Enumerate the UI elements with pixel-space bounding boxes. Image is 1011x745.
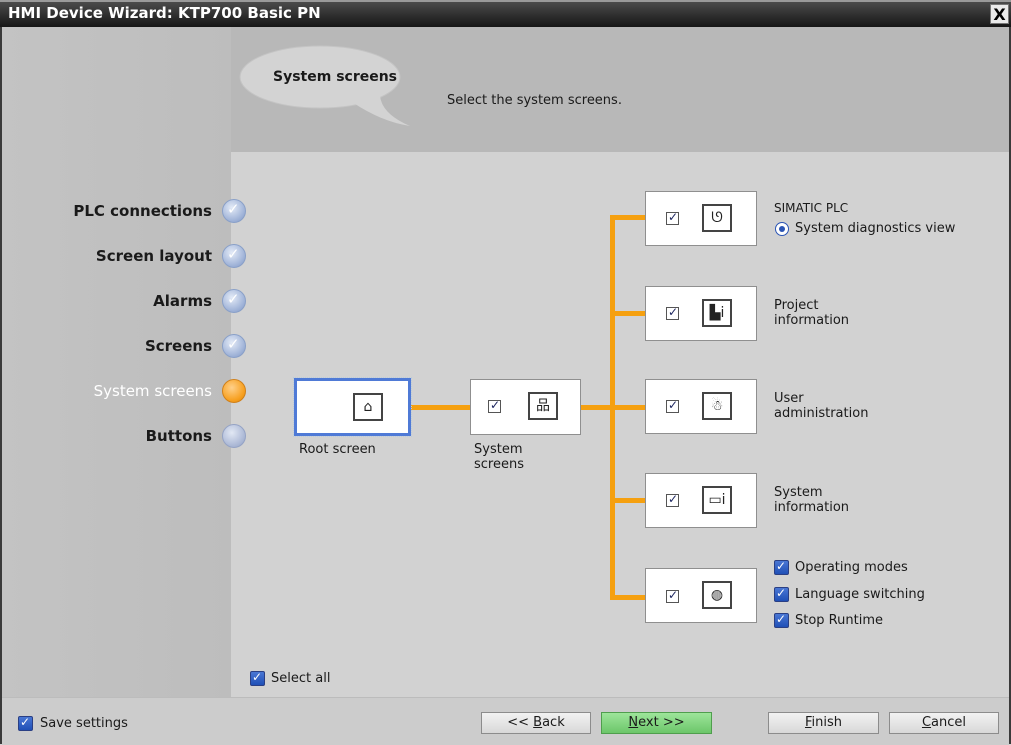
back-button[interactable]: << Back — [481, 712, 591, 734]
step-done-icon — [222, 289, 246, 313]
stop-runtime-label: Stop Runtime — [795, 613, 883, 628]
select-all-label: Select all — [271, 671, 331, 686]
system-info-icon: ▭i — [702, 486, 732, 514]
user-administration-box[interactable]: ☃ — [645, 379, 757, 434]
cancel-hotkey: C — [921, 715, 932, 730]
page-title: System screens — [273, 69, 398, 85]
finish-rest: inish — [811, 715, 843, 730]
step-label: Screen layout — [95, 247, 212, 265]
connector-line — [610, 498, 645, 503]
step-label: Buttons — [145, 427, 212, 445]
language-switching-label: Language switching — [795, 587, 925, 602]
system-screens-box[interactable]: 品 — [470, 379, 581, 435]
user-administration-checkbox[interactable] — [666, 398, 679, 413]
stop-runtime-checkbox[interactable] — [774, 612, 789, 628]
connector-line — [580, 405, 614, 410]
finish-hotkey: F — [804, 715, 812, 730]
connector-line — [610, 405, 645, 410]
back-hotkey: B — [533, 715, 543, 730]
page-subtitle: Select the system screens. — [447, 93, 622, 108]
save-settings-checkbox[interactable] — [18, 715, 33, 731]
system-information-checkbox[interactable] — [666, 492, 679, 507]
project-information-box[interactable]: ▙i — [645, 286, 757, 341]
next-rest: ext >> — [638, 715, 685, 730]
connector-line — [610, 595, 645, 600]
label-line: System — [474, 442, 523, 457]
system-diagnostics-label: System diagnostics view — [795, 221, 956, 236]
label-line: information — [774, 500, 850, 515]
system-screens-label: System screens — [474, 442, 524, 472]
save-settings-label: Save settings — [40, 716, 128, 731]
system-diagnostics-radio[interactable] — [775, 222, 789, 236]
step-alarms[interactable]: Alarms — [2, 289, 246, 313]
operating-modes-label: Operating modes — [795, 560, 908, 575]
users-icon: ☃ — [702, 392, 732, 420]
connector-line — [610, 311, 645, 316]
step-screen-layout[interactable]: Screen layout — [2, 244, 246, 268]
system-information-box[interactable]: ▭i — [645, 473, 757, 528]
runtime-options-box[interactable]: ◍ — [645, 568, 757, 623]
project-information-checkbox[interactable] — [666, 305, 679, 320]
label-line: Project — [774, 298, 819, 313]
label-line: administration — [774, 406, 869, 421]
label-line: System — [774, 485, 823, 500]
step-done-icon — [222, 199, 246, 223]
connector-line — [411, 405, 470, 410]
header-bubble — [239, 45, 410, 126]
cancel-button[interactable]: Cancel — [889, 712, 999, 734]
step-system-screens[interactable]: System screens — [2, 379, 246, 403]
back-rest: ack — [542, 715, 565, 730]
back-prefix: << — [507, 715, 534, 730]
label-line: information — [774, 313, 850, 328]
step-active-icon — [222, 379, 246, 403]
step-done-icon — [222, 244, 246, 268]
simatic-plc-box[interactable]: ᘎ — [645, 191, 757, 246]
globe-settings-icon: ◍ — [702, 581, 732, 609]
next-button[interactable]: Next >> — [601, 712, 712, 734]
operating-modes-checkbox[interactable] — [774, 559, 789, 575]
step-label: Screens — [144, 337, 212, 355]
home-icon: ⌂ — [353, 393, 383, 421]
connector-line — [610, 215, 645, 220]
cancel-rest: ancel — [931, 715, 967, 730]
hierarchy-icon: 品 — [528, 392, 558, 420]
step-buttons[interactable]: Buttons — [2, 424, 246, 448]
stethoscope-icon: ᘎ — [702, 204, 732, 232]
step-label: PLC connections — [73, 202, 212, 220]
system-screens-checkbox[interactable] — [488, 398, 501, 413]
close-button[interactable]: X — [990, 4, 1009, 24]
language-switching-checkbox[interactable] — [774, 586, 789, 602]
system-information-label: System information — [774, 485, 849, 515]
user-administration-label: User administration — [774, 391, 868, 421]
step-label: Alarms — [153, 292, 212, 310]
step-done-icon — [222, 334, 246, 358]
root-screen-label: Root screen — [299, 442, 376, 457]
runtime-options-checkbox[interactable] — [666, 588, 679, 603]
step-label: System screens — [93, 382, 212, 400]
finish-button[interactable]: Finish — [768, 712, 879, 734]
project-information-label: Project information — [774, 298, 849, 328]
title-bar: HMI Device Wizard: KTP700 Basic PN X — [0, 0, 1011, 27]
step-plc-connections[interactable]: PLC connections — [2, 199, 246, 223]
project-info-icon: ▙i — [702, 299, 732, 327]
step-screens[interactable]: Screens — [2, 334, 246, 358]
steps-pane — [2, 27, 231, 697]
root-screen-box[interactable]: ⌂ — [293, 377, 412, 437]
label-line: User — [774, 391, 804, 406]
select-all-checkbox[interactable] — [250, 670, 265, 686]
window-title: HMI Device Wizard: KTP700 Basic PN — [8, 4, 321, 22]
step-todo-icon — [222, 424, 246, 448]
simatic-plc-checkbox[interactable] — [666, 210, 679, 225]
label-line: screens — [474, 457, 524, 472]
simatic-plc-label: SIMATIC PLC — [774, 201, 849, 215]
next-hotkey: N — [628, 715, 639, 730]
